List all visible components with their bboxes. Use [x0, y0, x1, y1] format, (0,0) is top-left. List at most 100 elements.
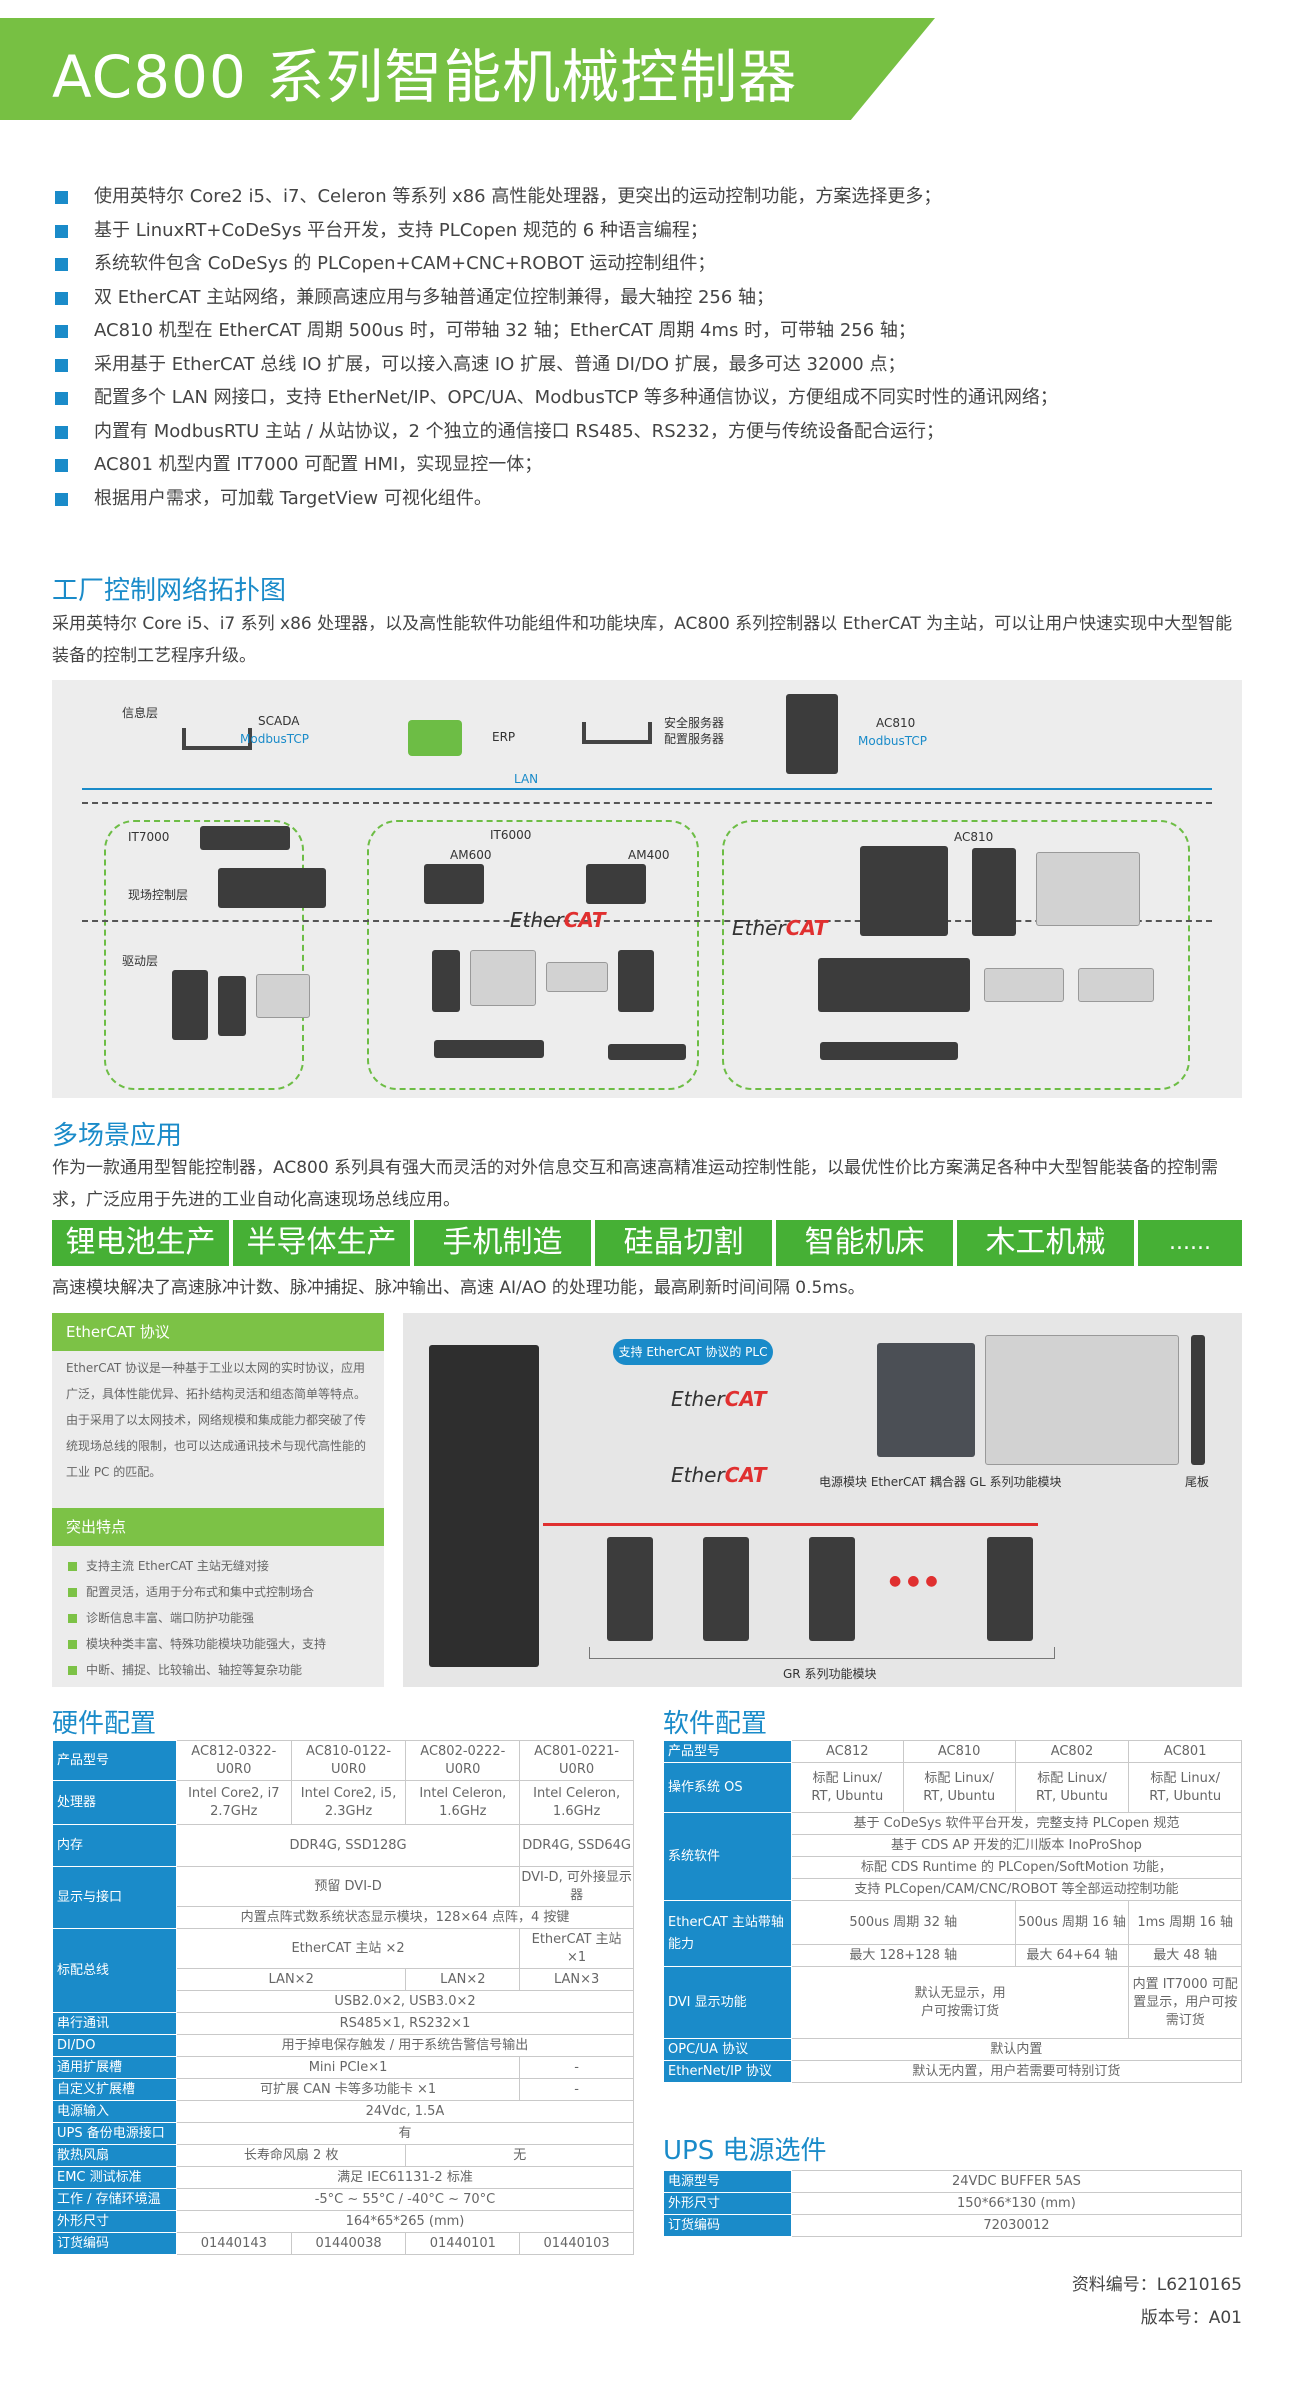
ethercat-cat-glyph: CAT: [563, 908, 606, 932]
page-title: AC800 系列智能机械控制器: [52, 43, 798, 111]
field-layer-label: 现场控制层: [128, 888, 189, 902]
ac810-zone-label: AC810: [954, 830, 994, 844]
info-layer-divider: [82, 802, 1212, 804]
hw-custom-slot: 可扩展 CAN 卡等多功能卡 ×1: [175, 2078, 521, 2101]
app-tab-silicon: 硅晶切割: [595, 1220, 772, 1266]
sw-os: 标配 Linux/RT, Ubuntu: [902, 1762, 1016, 1813]
sw-system-line: 标配 CDS Runtime 的 PLCopen/SoftMotion 功能，: [790, 1856, 1243, 1879]
application-tabs: 锂电池生产 半导体生产 手机制造 硅晶切割 智能机床 木工机械 ......: [52, 1220, 1242, 1266]
hw-display: 预留 DVI-D: [175, 1866, 521, 1907]
hw-bus-master: EtherCAT 主站 ×2: [175, 1928, 521, 1969]
sw-ecat-axis: 1ms 周期 16 轴: [1128, 1900, 1242, 1945]
hw-label-order: 订货编码: [52, 2232, 177, 2255]
servo-motors-icon: [434, 1040, 544, 1058]
sw-system-line: 支持 PLCopen/CAM/CNC/ROBOT 等全部运动控制功能: [790, 1878, 1243, 1901]
scada-label: SCADA: [258, 714, 300, 728]
ups-size: 150*66*130 (mm): [790, 2192, 1243, 2215]
hw-emc: 满足 IEC61131-2 标准: [175, 2166, 635, 2189]
io-module-icon: [256, 974, 310, 1018]
hw-label-memory: 内存: [52, 1824, 177, 1867]
hw-order-code: 01440038: [290, 2232, 407, 2255]
highlight-item-continued: 中断、捕捉、比较输出、轴控等复杂功能: [66, 1657, 302, 1683]
sw-os: 标配 Linux/RT, Ubuntu: [1014, 1762, 1130, 1813]
sw-system-line: 基于 CoDeSys 软件平台开发，完整支持 PLCopen 规范: [790, 1812, 1243, 1835]
ethercat-logo-1: EtherCAT: [510, 908, 606, 932]
feature-item: 采用基于 EtherCAT 总线 IO 扩展，可以接入高速 IO 扩展、普通 D…: [52, 348, 1252, 382]
sw-os-line: RT, Ubuntu: [1036, 1788, 1108, 1804]
sw-dvi-ac801: 内置 IT7000 可配置显示，用户可按需订货: [1128, 1966, 1242, 2039]
hw-fan-none: 无: [405, 2144, 634, 2167]
ups-table: 电源型号 24VDC BUFFER 5AS 外形尺寸 150*66*130 (m…: [663, 2170, 1243, 2237]
ac810-top-label: AC810: [876, 716, 916, 730]
am600-controller-icon: [424, 864, 484, 904]
hw-label-general-slot: 通用扩展槽: [52, 2056, 177, 2079]
app-tab-machine-tool: 智能机床: [776, 1220, 953, 1266]
hw-power: 24Vdc, 1.5A: [175, 2100, 635, 2123]
am400-controller-icon: [586, 864, 646, 904]
sw-os-line: 标配 Linux/: [1150, 1770, 1220, 1786]
io-module-icon: [546, 962, 608, 992]
ethercat-protocol-heading: EtherCAT 协议: [52, 1313, 384, 1351]
more-modules-dots: ●●●: [889, 1573, 944, 1589]
sw-os-line: 标配 Linux/: [812, 1770, 883, 1786]
sw-os-line: RT, Ubuntu: [811, 1788, 884, 1804]
sw-system-line: 基于 CDS AP 开发的汇川版本 InoProShop: [790, 1834, 1243, 1857]
sw-model: AC802: [1014, 1740, 1130, 1763]
servo-drive-icon: [218, 976, 246, 1036]
app-tab-phone: 手机制造: [414, 1220, 591, 1266]
network-heading: 工厂控制网络拓扑图: [52, 576, 287, 606]
server-router-icon: [582, 722, 652, 744]
io-module-icon: [984, 968, 1064, 1002]
field-layer-divider: [82, 920, 1212, 922]
software-table: 产品型号 AC812 AC810 AC802 AC801 操作系统 OS 标配 …: [663, 1740, 1243, 2083]
app-tab-more: ......: [1138, 1220, 1242, 1266]
hw-cpu: Intel Celeron, 1.6GHz: [405, 1780, 521, 1825]
sw-label-os: 操作系统 OS: [663, 1762, 792, 1813]
it7000-label: IT7000: [128, 830, 170, 844]
hw-order-code: 01440101: [405, 2232, 521, 2255]
hw-lan: LAN×3: [519, 1968, 634, 1991]
servo-drive-icon: [432, 950, 460, 1012]
gr-bracket: [589, 1647, 1055, 1659]
sw-opcua: 默认内置: [790, 2038, 1243, 2061]
hw-label-serial: 串行通讯: [52, 2012, 177, 2035]
hw-label-cpu: 处理器: [52, 1780, 177, 1825]
io-module-icon: [1078, 968, 1154, 1002]
sw-max-axis: 最大 128+128 轴: [790, 1944, 1016, 1967]
servo-drive-icon: [618, 950, 654, 1012]
highlight-item: 诊断信息丰富、端口防护功能强: [66, 1605, 254, 1631]
hw-serial: RS485×1, RS232×1: [175, 2012, 635, 2035]
feature-item: 配置多个 LAN 网接口，支持 EtherNet/IP、OPC/UA、Modbu…: [52, 381, 1252, 415]
sw-model: AC810: [902, 1740, 1016, 1763]
hw-order-code: 01440143: [175, 2232, 292, 2255]
hw-label-display: 显示与接口: [52, 1866, 177, 1929]
hw-label-emc: EMC 测试标准: [52, 2166, 177, 2189]
ac810-controller-image: [429, 1345, 539, 1667]
hw-label-size: 外形尺寸: [52, 2210, 177, 2233]
erp-label: ERP: [492, 730, 516, 744]
ethercat-protocol-text: EtherCAT 协议是一种基于工业以太网的实时协议，应用广泛，具体性能优异、拓…: [66, 1361, 367, 1479]
sw-os-line: RT, Ubuntu: [1149, 1788, 1222, 1804]
sw-enip: 默认无内置，用户若需要可特别订货: [790, 2060, 1243, 2083]
ups-label-model: 电源型号: [663, 2170, 792, 2193]
feature-list: 使用英特尔 Core2 i5、i7、Celeron 等系列 x86 高性能处理器…: [52, 180, 1252, 515]
feature-item: AC801 机型内置 IT7000 可配置 HMI，实现显控一体；: [52, 448, 1252, 482]
hw-label-ups: UPS 备份电源接口: [52, 2122, 177, 2145]
hw-label-fan: 散热风扇: [52, 2144, 177, 2167]
hw-model: AC810-0122-U0R0: [290, 1740, 407, 1781]
lan-label: LAN: [514, 772, 539, 786]
hw-custom-slot-ac801: -: [519, 2078, 634, 2101]
hw-memory-ac801: DDR4G, SSD64G: [519, 1824, 634, 1867]
zone-left: [104, 820, 304, 1090]
highlight-item: 配置灵活，适用于分布式和集中式控制场合: [66, 1579, 314, 1605]
io-note: 高速模块解决了高速脉冲计数、脉冲捕捉、脉冲输出、高速 AI/AO 的处理功能，最…: [52, 1278, 865, 1298]
hw-label-temp: 工作 / 存储环境温: [52, 2188, 177, 2211]
erp-icon: [408, 720, 462, 756]
ups-label-size: 外形尺寸: [663, 2192, 792, 2215]
ethercat-logo-1-text: EtherCAT: [510, 908, 606, 932]
ethercat-logo-a-text: EtherCAT: [671, 1387, 767, 1411]
zone-right: [722, 820, 1190, 1090]
security-server-label: 安全服务器: [664, 716, 725, 730]
lan-line: [82, 788, 1212, 790]
sw-label-dvi: DVI 显示功能: [663, 1966, 792, 2039]
